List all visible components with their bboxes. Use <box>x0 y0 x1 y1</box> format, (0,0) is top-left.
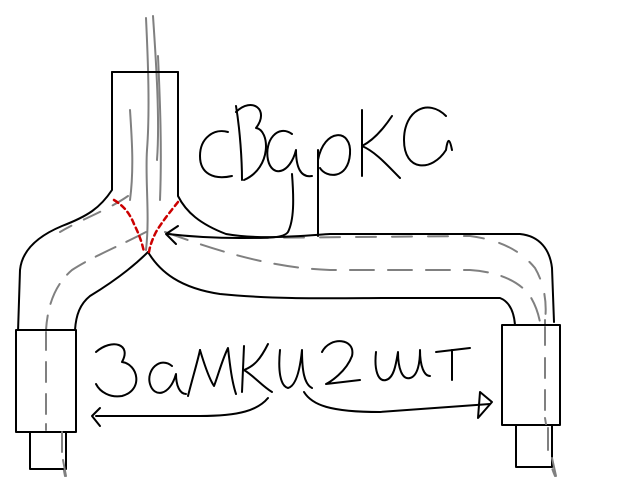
right-clamp-body <box>501 324 561 426</box>
left-branch-centerline-2 <box>59 195 129 233</box>
left-clamp-arrow <box>95 397 269 417</box>
vertical-pipe-left-wall <box>17 71 113 333</box>
pipe-outline <box>17 71 555 333</box>
left-pipe-stub <box>29 431 67 470</box>
weld-seam-right <box>147 200 180 254</box>
right-stub-line <box>547 427 557 477</box>
right-clamp-arrowhead <box>477 391 493 419</box>
right-clamp-arrow <box>303 391 491 413</box>
right-clamp-centerline <box>544 326 547 425</box>
left-branch-centerline <box>45 231 147 331</box>
vertical-pipe-centerline <box>145 17 150 251</box>
right-clamp <box>501 324 561 468</box>
left-clamp-arrowhead <box>91 407 101 427</box>
weld-pointer <box>165 173 295 245</box>
weld-seam <box>112 198 180 254</box>
inner-right-branch-wall <box>147 251 516 326</box>
left-stub-line <box>61 431 67 477</box>
right-pipe-stub <box>515 424 553 468</box>
vertical-pipe-centerline-2 <box>152 15 160 161</box>
right-pipe-centerline <box>164 231 543 346</box>
weld-pointer-line <box>167 173 295 239</box>
vertical-pipe-right-wall <box>177 71 555 323</box>
weld-pointer-arrowhead <box>165 225 179 245</box>
inner-left-branch-wall <box>74 251 149 331</box>
right-pipe-centerline-2 <box>247 235 547 321</box>
weld-label-handwriting <box>199 104 453 237</box>
clamps-label-handwriting <box>95 340 471 398</box>
clamp-centerlines <box>45 326 557 477</box>
weld-seam-left <box>112 198 146 254</box>
top-centerline-scribble <box>129 109 134 201</box>
clamp-arrows <box>91 391 493 427</box>
